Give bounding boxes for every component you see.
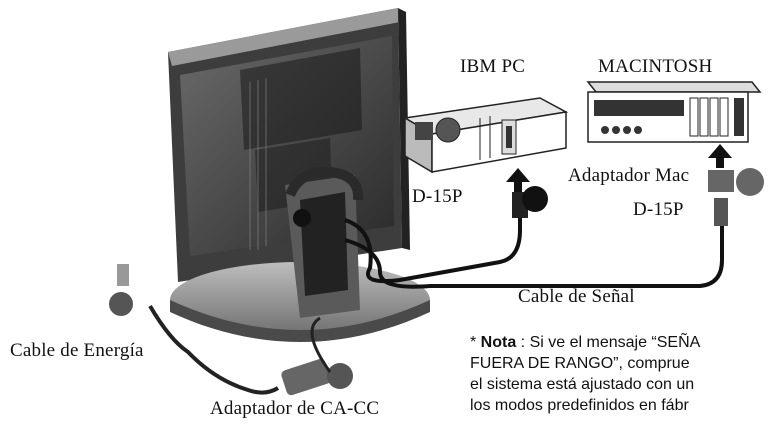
note-line1-text: Si ve el mensaje “SEÑA (529, 334, 701, 351)
note-line-3: el sistema está ajustado con un (470, 376, 695, 393)
macintosh-icon (586, 81, 762, 143)
mac-adapter-connector (708, 168, 764, 226)
power-port-icon (293, 209, 311, 227)
signal-cable-left (344, 218, 522, 284)
power-cable-label: Cable de Energía (10, 340, 144, 361)
power-cable (109, 264, 353, 396)
note-box: * Nota : Si ve el mensaje “SEÑA FUERA DE… (470, 332, 770, 429)
note-line-2: FUERA DE RANGO”, comprue (470, 355, 690, 372)
note-line-1: * Nota : Si ve el mensaje “SEÑA (470, 332, 770, 353)
d15p-right-label: D-15P (633, 199, 684, 220)
d15p-left-label: D-15P (412, 186, 463, 207)
arrow-up-icon (506, 144, 732, 192)
monitor-base (170, 166, 430, 342)
macintosh-label: MACINTOSH (598, 56, 713, 77)
d15p-connector-left (512, 186, 548, 218)
note-title: Nota (480, 334, 517, 351)
signal-cable-right (344, 226, 724, 289)
ac-dc-adapter-label: Adaptador de CA-CC (210, 398, 380, 419)
note-line-4: los modos predefinidos en fábr (470, 397, 689, 414)
signal-cable-label: Cable de Señal (518, 286, 635, 307)
ibm-pc-icon (402, 97, 569, 174)
mac-adapter-label: Adaptador Mac (568, 165, 690, 186)
monitor-rear (168, 8, 410, 282)
note-prefix: * (470, 334, 481, 351)
note-separator: : (516, 334, 530, 351)
ibm-pc-label: IBM PC (460, 56, 526, 77)
